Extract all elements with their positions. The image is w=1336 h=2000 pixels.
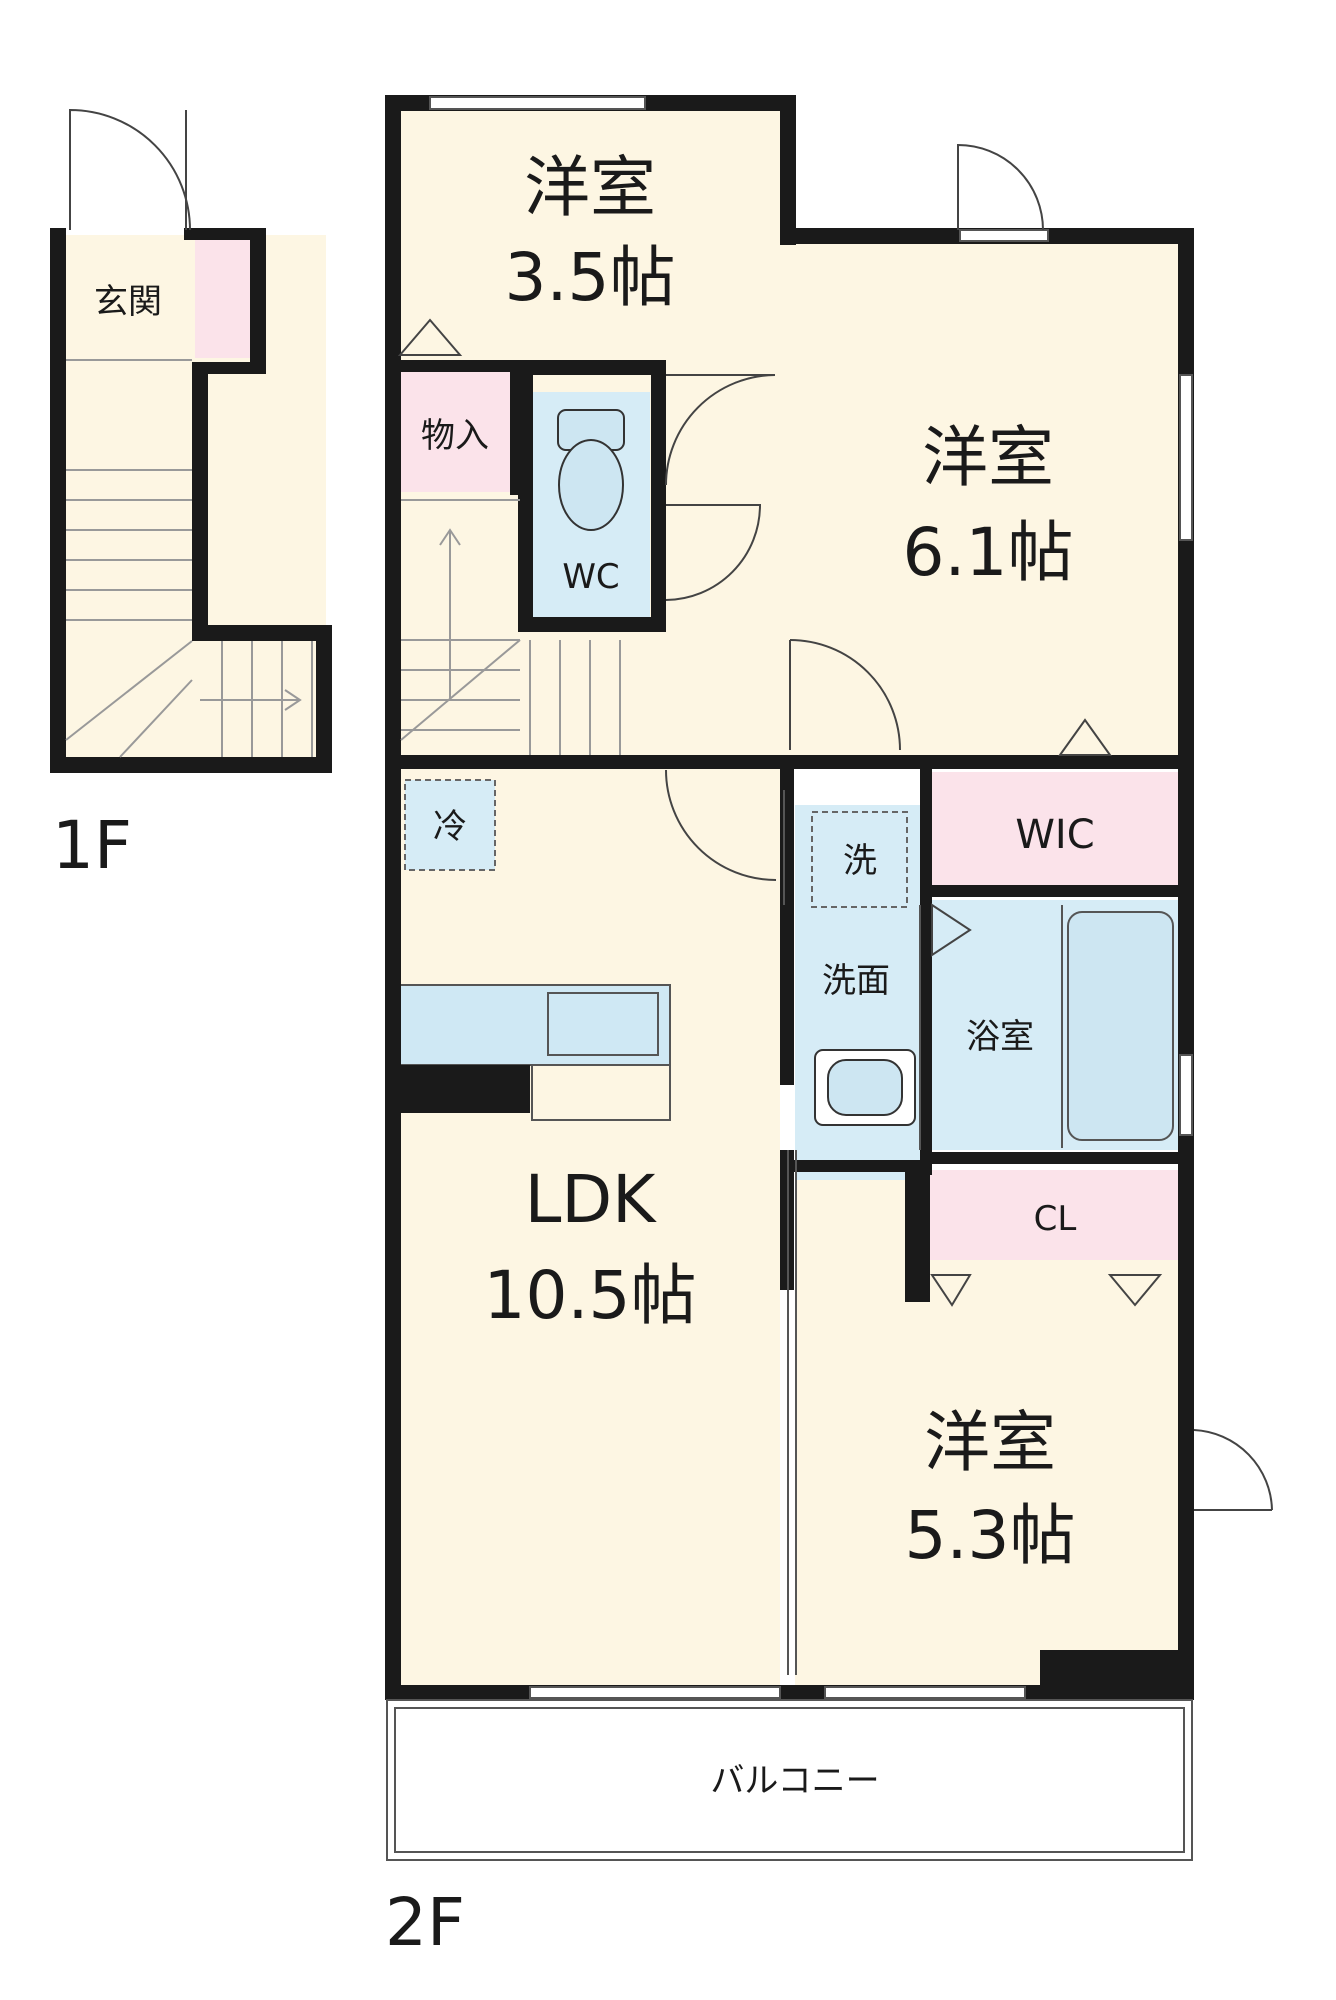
western-c-size: 5.3帖 <box>905 1497 1076 1574</box>
ldk-name: LDK <box>525 1161 658 1238</box>
floor-label-2f: 2F <box>385 1884 465 1961</box>
genkan-storage <box>195 240 257 358</box>
washer-label: 洗 <box>843 841 877 881</box>
stairs-1f <box>65 359 313 758</box>
monoire-label: 物入 <box>421 416 489 456</box>
fridge-label: 冷 <box>433 807 467 847</box>
western-b-floor <box>790 240 1185 760</box>
bathtub <box>1067 911 1174 1141</box>
windows <box>429 96 1193 1699</box>
toilet-fixture <box>557 409 625 531</box>
wc-label: WC <box>562 557 619 597</box>
ldk-size: 10.5帖 <box>484 1257 697 1334</box>
floor-label-1f: 1F <box>52 807 132 884</box>
western-a-name: 洋室 <box>524 149 656 226</box>
cl-label: CL <box>1034 1199 1077 1239</box>
sliding-doors <box>783 790 921 1675</box>
entrance-door-swing <box>69 108 191 231</box>
washroom-label: 洗面 <box>822 961 890 1001</box>
ldk-floor <box>395 760 780 1685</box>
door-swings <box>397 143 1273 1511</box>
kitchen-counter <box>399 984 671 1066</box>
first-floor-plan: 玄関 <box>50 108 332 773</box>
kitchen-sink <box>547 992 659 1056</box>
wic-label: WIC <box>1015 812 1094 858</box>
western-a-size: 3.5帖 <box>505 239 676 316</box>
fridge-space <box>404 779 496 871</box>
wash-basin <box>814 1049 916 1126</box>
bath-label: 浴室 <box>966 1017 1034 1057</box>
walls-2f <box>385 95 1194 1700</box>
genkan-label: 玄関 <box>94 282 162 322</box>
western-c-name: 洋室 <box>924 1404 1056 1481</box>
stairs-2f <box>400 499 621 755</box>
washer-space <box>811 811 908 908</box>
wic-floor <box>930 772 1180 887</box>
monoire-floor <box>400 372 510 492</box>
balcony-area <box>386 1699 1193 1861</box>
walls-1f <box>50 228 332 773</box>
cl-floor <box>930 1170 1180 1260</box>
western-b-name: 洋室 <box>922 419 1054 496</box>
western-b-size: 6.1帖 <box>903 514 1074 591</box>
second-floor-plan: 洋室 3.5帖 物入 WC 洋室 6.1帖 冷 洗 WIC 洗面 浴室 LDK … <box>385 95 1273 1861</box>
balcony-label: バルコニー <box>710 1761 879 1801</box>
